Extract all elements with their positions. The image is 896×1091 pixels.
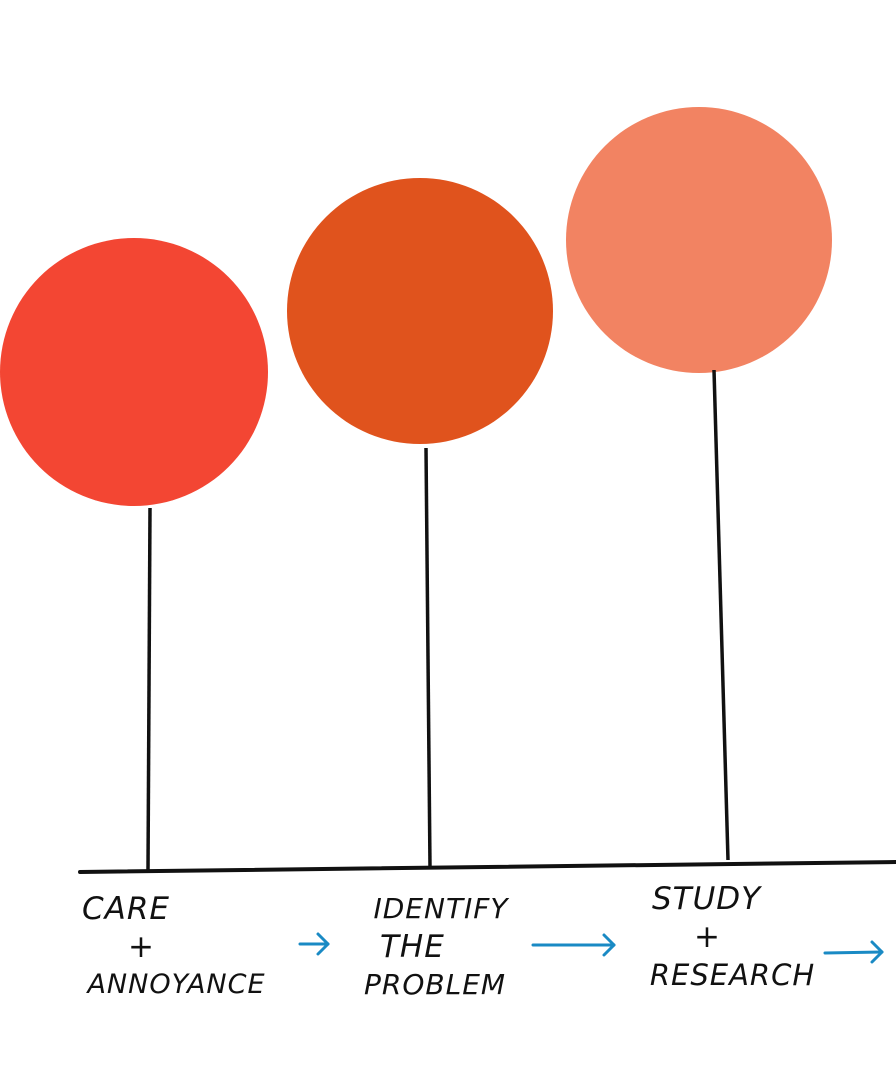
stem-care-annoyance (146, 507, 152, 871)
baseline (78, 860, 896, 874)
arrow-right-icon (298, 932, 330, 956)
circle-study-research (566, 107, 832, 373)
step-study-research (566, 107, 832, 861)
label-line: STUDY (652, 881, 762, 917)
step-care-annoyance (0, 238, 268, 871)
label-care-annoyance: CARE + ANNOYANCE (74, 890, 279, 1004)
stem-identify-problem (424, 447, 432, 868)
label-line: + (128, 929, 155, 965)
label-line: THE (380, 929, 445, 965)
label-line: RESEARCH (649, 958, 816, 992)
label-identify-problem: IDENTIFY THE PROBLEM (356, 890, 526, 1004)
label-line: IDENTIFY (373, 892, 509, 925)
arrow-right-icon (823, 940, 884, 964)
circle-identify-problem (287, 178, 553, 444)
stem-study-research (712, 369, 730, 861)
label-line: CARE (82, 891, 170, 927)
label-line: + (694, 919, 721, 955)
label-line: ANNOYANCE (87, 969, 266, 1000)
arrow-right-icon (531, 933, 616, 957)
label-study-research: STUDY + RESEARCH (640, 880, 825, 994)
step-identify-problem (287, 178, 553, 868)
circle-care-annoyance (0, 238, 268, 506)
label-line: PROBLEM (364, 968, 507, 1001)
